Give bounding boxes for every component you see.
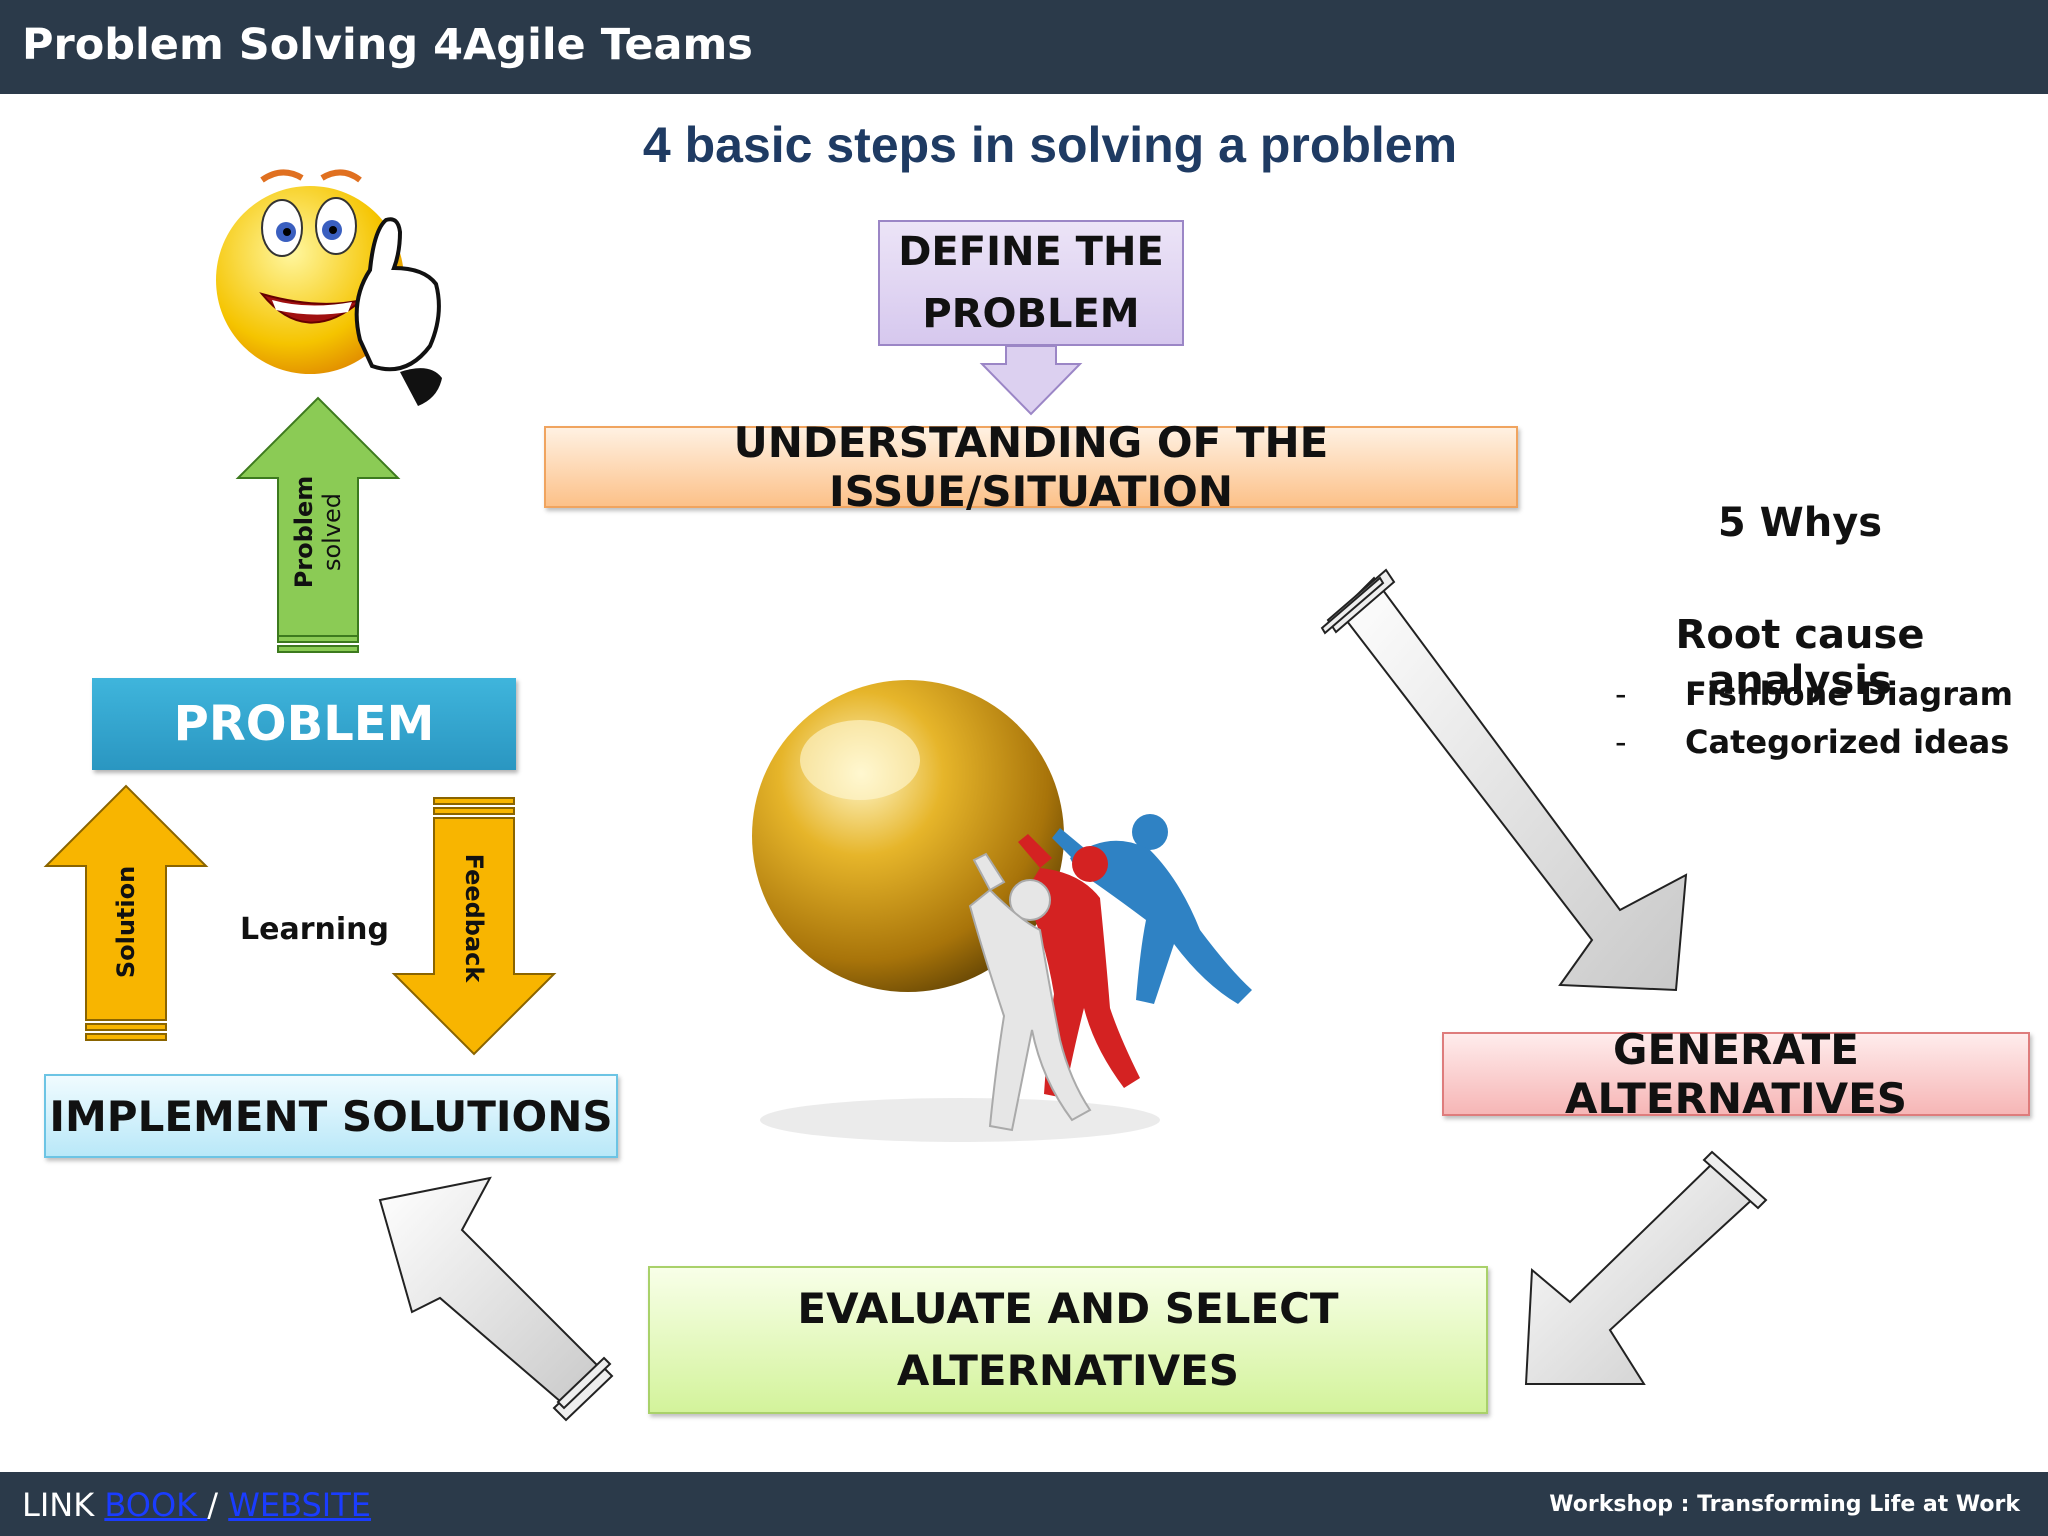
five-whys-label: 5 Whys	[1717, 500, 1883, 546]
root-cause-list: - Fishbone Diagram - Categorized ideas	[1615, 670, 2013, 766]
arrow-to-evaluate	[1524, 1158, 1758, 1385]
solution-arrow	[43, 784, 209, 1021]
list-dash: -	[1615, 675, 1627, 713]
define-line1: DEFINE THE	[898, 229, 1164, 275]
arrow-to-evaluate-stripes	[1702, 1150, 1768, 1210]
evaluate-select-box: EVALUATE AND SELECT ALTERNATIVES	[648, 1266, 1488, 1414]
problem-solved-label: Problem solved	[290, 476, 346, 589]
learning-label: Learning	[240, 912, 389, 947]
feedback-label: Feedback	[460, 853, 488, 983]
list-dash: -	[1615, 723, 1627, 761]
workshop-caption: Workshop : Transforming Life at Work	[1549, 1492, 2020, 1517]
slide-heading: 4 basic steps in solving a problem	[642, 117, 1458, 173]
footer-links: LINK BOOK / WEBSITE	[22, 1486, 371, 1524]
generate-alternatives-box: GENERATE ALTERNATIVES	[1442, 1025, 2030, 1123]
arrow-to-generate	[1338, 576, 1688, 992]
problem-solved-arrow	[235, 396, 401, 639]
problem-solved-line2: solved	[318, 492, 346, 572]
smiley-thumbs-up-icon	[216, 169, 442, 406]
list-item: - Fishbone Diagram	[1615, 670, 2013, 718]
link-separator: /	[207, 1486, 219, 1524]
problem-solved-line1: Problem	[290, 475, 318, 589]
golden-ball-team-illustration	[752, 680, 1252, 1142]
implement-solutions-box: IMPLEMENT SOLUTIONS	[44, 1074, 618, 1158]
define-down-arrow	[979, 345, 1083, 416]
title-bar: Problem Solving 4Agile Teams	[0, 0, 2048, 94]
link-label: LINK	[22, 1486, 95, 1524]
slide-title: Problem Solving 4Agile Teams	[22, 20, 753, 70]
root-cause-heading: Root cause analysis	[1675, 612, 1925, 704]
evaluate-line1: EVALUATE AND SELECT	[797, 1284, 1339, 1333]
feedback-arrow	[391, 817, 557, 1056]
list-item-text: Fishbone Diagram	[1685, 675, 2013, 713]
list-item: - Categorized ideas	[1615, 718, 2013, 766]
arrow-to-implement-stripes	[552, 1356, 614, 1422]
arrow-to-generate-stripes	[1320, 568, 1396, 635]
define-line2: PROBLEM	[922, 291, 1140, 337]
evaluate-line2: ALTERNATIVES	[896, 1346, 1240, 1395]
problem-box: PROBLEM	[92, 678, 516, 770]
website-link[interactable]: WEBSITE	[228, 1486, 371, 1524]
book-link[interactable]: BOOK	[104, 1486, 208, 1524]
define-problem-box: DEFINE THE PROBLEM	[878, 220, 1184, 346]
solution-label: Solution	[112, 865, 140, 979]
arrow-to-implement	[378, 1176, 606, 1410]
understanding-box: UNDERSTANDING OF THE ISSUE/SITUATION	[544, 418, 1518, 516]
list-item-text: Categorized ideas	[1685, 723, 2010, 761]
footer-bar: LINK BOOK / WEBSITE Workshop : Transform…	[0, 1472, 2048, 1536]
